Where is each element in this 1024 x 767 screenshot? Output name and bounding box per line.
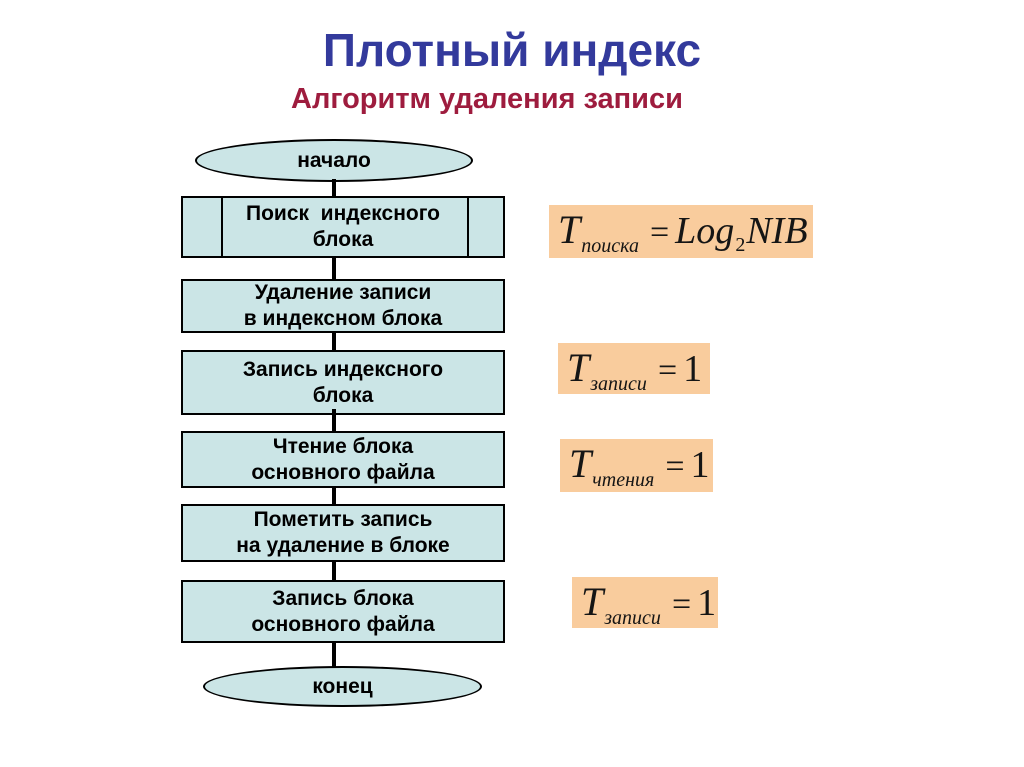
start-label: начало: [297, 148, 371, 172]
step-label-line: Пометить запись: [253, 508, 433, 531]
t-subscript: записи: [590, 373, 647, 395]
start-terminator: начало: [195, 139, 473, 182]
step-label-line: на удаление в блоке: [236, 534, 450, 557]
formula-t-write-index: T записи = 1: [558, 343, 710, 395]
t-symbol: T: [558, 207, 581, 252]
step-label-line: Поиск индексного: [245, 202, 440, 225]
log-function: Log: [675, 210, 735, 252]
predefined-process-box-search-index-block: Поиск индексного блока: [181, 196, 505, 258]
equals-sign: =: [657, 352, 678, 389]
connector: [332, 179, 336, 198]
formula-value: 1: [690, 444, 710, 486]
connector: [332, 256, 336, 281]
log-argument: NIB: [746, 210, 808, 252]
process-box-write-main-file-block: Запись блока основного файла: [181, 580, 505, 643]
connector: [332, 486, 336, 506]
step-label-line: в индексном блока: [243, 307, 443, 330]
equals-sign: =: [649, 214, 670, 251]
log-base: 2: [735, 234, 746, 256]
process-box-delete-record-in-index-block: Удаление записи в индексном блока: [181, 279, 505, 333]
end-label: конец: [312, 674, 373, 698]
slide-title: Плотный индекс: [322, 24, 702, 76]
step-label-line: блока: [312, 383, 374, 407]
predefined-process-left-bar: [221, 198, 223, 256]
connector: [332, 641, 336, 668]
process-box-write-index-block: Запись индексного блока: [181, 350, 505, 415]
formula-t-read: T чтения = 1: [560, 439, 713, 492]
t-symbol: T: [581, 579, 604, 624]
connector: [332, 560, 336, 582]
slide-subtitle: Алгоритм удаления записи: [291, 83, 683, 115]
formula-t-search: T поиска = Log 2 NIB: [549, 205, 813, 258]
step-label-line: Запись индексного: [242, 357, 444, 381]
step-label-line: блока: [312, 228, 374, 251]
step-label-line: основного файла: [251, 460, 435, 484]
step-label-line: основного файла: [251, 612, 435, 636]
equals-sign: =: [671, 586, 692, 623]
predefined-process-right-bar: [467, 198, 469, 256]
connector: [332, 331, 336, 352]
process-box-mark-record-deleted: Пометить запись на удаление в блоке: [181, 504, 505, 562]
step-label-line: Удаление записи: [254, 281, 432, 304]
process-box-read-main-file-block: Чтение блока основного файла: [181, 431, 505, 488]
step-label-line: Чтение блока: [272, 434, 414, 458]
t-symbol: T: [567, 345, 590, 390]
t-symbol: T: [569, 441, 592, 486]
end-terminator: конец: [203, 666, 482, 707]
formula-value: 1: [697, 582, 717, 624]
step-label-line: Запись блока: [272, 586, 414, 610]
formula-t-write-main: T записи = 1: [572, 577, 718, 629]
equals-sign: =: [665, 448, 685, 485]
t-subscript: чтения: [592, 469, 655, 491]
formula-value: 1: [683, 348, 703, 390]
t-subscript: поиска: [581, 235, 639, 257]
connector: [332, 409, 336, 433]
t-subscript: записи: [604, 607, 661, 629]
